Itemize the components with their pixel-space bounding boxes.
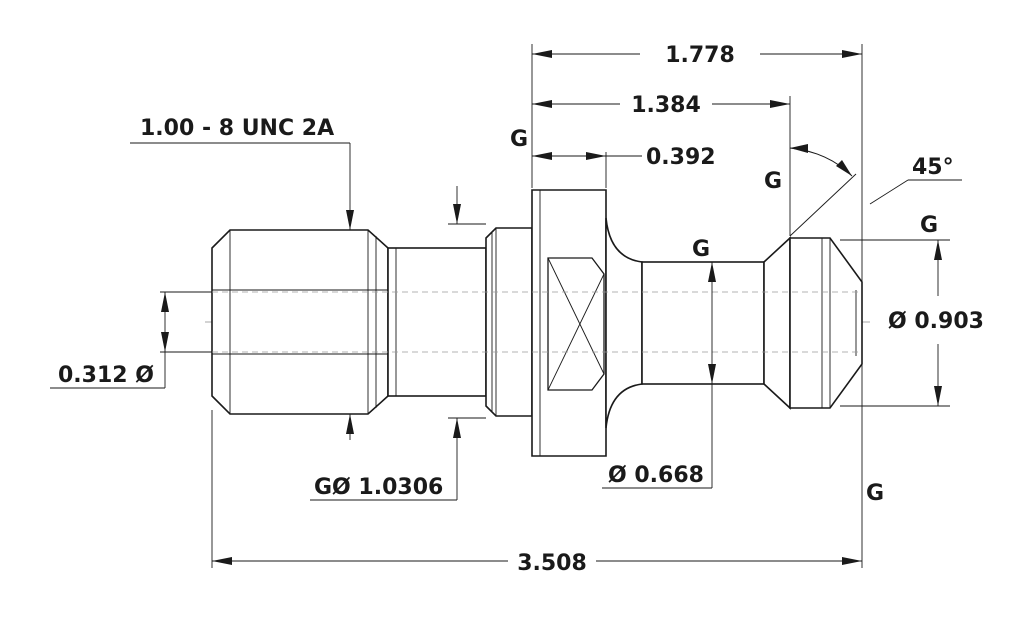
- dim-groove-dia: GØ 1.0306: [314, 475, 443, 500]
- grind-mark: G: [764, 169, 782, 194]
- thread-callout: 1.00 - 8 UNC 2A: [140, 116, 334, 141]
- dim-bore-dia: 0.312 Ø: [58, 363, 154, 388]
- grind-mark: G: [692, 237, 710, 262]
- grind-mark: G: [510, 127, 528, 152]
- part-outline: [211, 189, 863, 457]
- dim-head-dia: Ø 0.903: [888, 309, 984, 334]
- dimension-labels: 3.508 1.778 1.384 0.392 1.00 - 8 UNC 2A …: [58, 43, 984, 576]
- extension-lines: [160, 44, 950, 568]
- dim-top-mid: 1.384: [631, 93, 701, 118]
- grind-mark: G: [920, 213, 938, 238]
- grind-mark: G: [866, 481, 884, 506]
- dim-neck-dia: Ø 0.668: [608, 463, 704, 488]
- dim-top-total: 1.778: [665, 43, 735, 68]
- dim-overall-length: 3.508: [517, 551, 587, 576]
- grind-marks: G G G G G: [510, 127, 938, 506]
- dim-top-small: 0.392: [646, 145, 716, 170]
- dim-angle: 45°: [912, 155, 954, 180]
- dimension-lines: [50, 50, 962, 565]
